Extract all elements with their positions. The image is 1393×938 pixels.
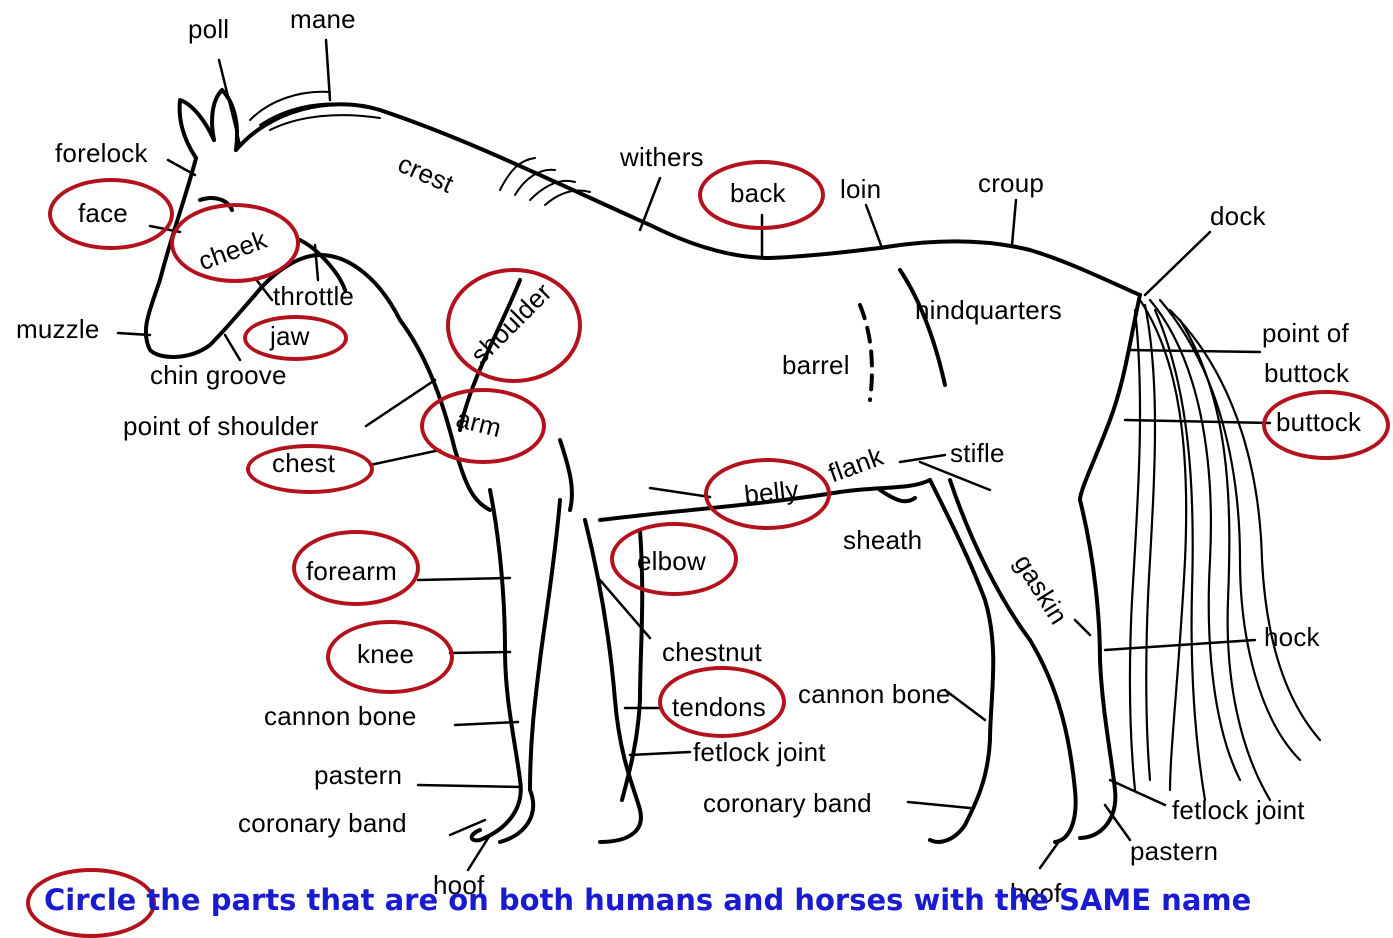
label-dock: dock: [1210, 203, 1266, 229]
circle-tendons: [658, 666, 786, 738]
label-point-of: point of: [1262, 320, 1349, 346]
label-withers: withers: [620, 144, 704, 170]
circle-shoulder: [446, 268, 582, 383]
label-coronary-band-front: coronary band: [238, 810, 407, 836]
label-mane: mane: [290, 6, 356, 32]
circle-face: [48, 178, 174, 250]
label-cannon-bone-front: cannon bone: [264, 703, 417, 729]
instruction-caption: Circle the parts that are on both humans…: [44, 886, 1251, 915]
circle-belly: [704, 458, 831, 530]
label-throttle: throttle: [273, 283, 354, 309]
label-fetlock-joint-front: fetlock joint: [693, 739, 826, 765]
circle-cheek: [170, 203, 300, 283]
label-pastern-hind: pastern: [1130, 838, 1218, 864]
circle-arm: [420, 388, 546, 464]
label-cannon-bone-hind: cannon bone: [798, 681, 951, 707]
label-point-of-shoulder: point of shoulder: [123, 413, 319, 439]
label-forelock: forelock: [55, 140, 148, 166]
label-hindquarters: hindquarters: [915, 297, 1062, 323]
circle-back: [698, 160, 825, 230]
circle-jaw: [243, 315, 348, 361]
label-sheath: sheath: [843, 527, 922, 553]
label-poll: poll: [188, 16, 229, 42]
label-coronary-band-hind: coronary band: [703, 790, 872, 816]
label-chin-groove: chin groove: [150, 362, 287, 388]
circle-forearm: [292, 530, 420, 606]
label-croup: croup: [978, 170, 1044, 196]
horse-anatomy-diagram: poll mane forelock crest withers back lo…: [0, 0, 1393, 909]
circle-buttock: [1262, 390, 1390, 460]
circle-chest: [246, 444, 374, 494]
label-stifle: stifle: [950, 440, 1005, 466]
circle-knee: [326, 620, 454, 694]
label-hock: hock: [1264, 624, 1320, 650]
label-buttock-line2: buttock: [1264, 360, 1349, 386]
label-loin: loin: [840, 176, 881, 202]
horse-illustration: [0, 0, 1393, 909]
label-chestnut: chestnut: [662, 639, 762, 665]
circle-elbow: [610, 522, 738, 596]
label-pastern-front: pastern: [314, 762, 402, 788]
label-fetlock-joint-hind: fetlock joint: [1172, 797, 1305, 823]
label-muzzle: muzzle: [16, 316, 100, 342]
label-barrel: barrel: [782, 352, 850, 378]
